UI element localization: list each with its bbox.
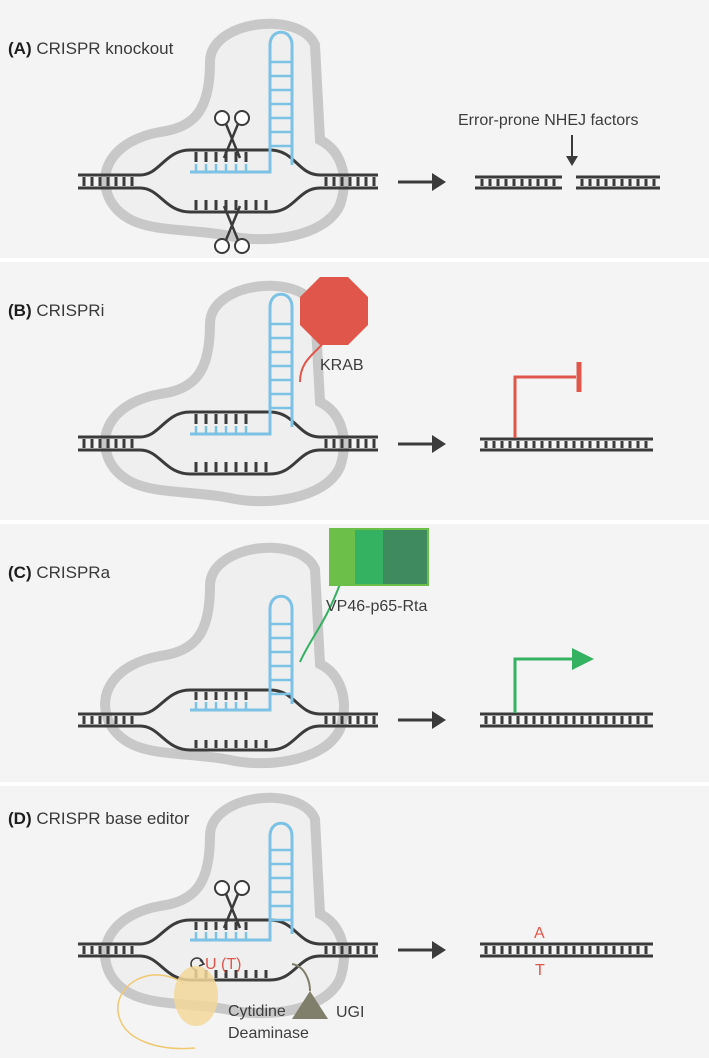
- edited-dna: [480, 942, 653, 958]
- svg-text:(B) CRISPRi: (B) CRISPRi: [8, 301, 104, 320]
- broken-dna: [475, 175, 660, 190]
- panel-a-diagram: (A) CRISPR knockout Error-prone NHEJ fa: [8, 18, 660, 254]
- activator-label: VP46-p65-Rta: [326, 598, 427, 615]
- guide-rna: [190, 821, 294, 942]
- arrow-right-icon: [398, 711, 446, 729]
- svg-text:(A) CRISPR knockout: (A) CRISPR knockout: [8, 39, 174, 58]
- panel-a-annotation: Error-prone NHEJ factors: [458, 112, 639, 129]
- panel-a-label: (A): [8, 39, 32, 58]
- panel-b-diagram: (B) CRISPRi KRAB: [8, 277, 653, 507]
- dna-bubble: [139, 688, 321, 752]
- cytidine-deaminase: [174, 966, 218, 1026]
- scissors-icon: [214, 880, 250, 929]
- cas9-outline: [100, 18, 349, 245]
- svg-text:(D) CRISPR base editor: (D) CRISPR base editor: [8, 809, 190, 828]
- activator-linker: [299, 583, 341, 663]
- panel-c-diagram: (C) CRISPRa VP46-p65-Rta: [8, 528, 653, 769]
- activated-gene: [480, 648, 653, 728]
- panel-b: (B) CRISPRi KRAB: [0, 262, 709, 520]
- panel-b-title: CRISPRi: [36, 301, 104, 320]
- panel-d: (D) CRISPR base editor U (T) Cytidine De…: [0, 786, 709, 1058]
- dna-bubble: [139, 918, 321, 982]
- repressed-gene: [480, 362, 653, 452]
- krab-label: KRAB: [320, 357, 364, 374]
- panel-a: (A) CRISPR knockout Error-prone NHEJ fa: [0, 0, 709, 258]
- panel-d-label: (D): [8, 809, 32, 828]
- activation-arrowhead-icon: [572, 648, 594, 670]
- edited-base-label: U (T): [205, 956, 241, 973]
- guide-rna: [190, 292, 294, 436]
- panel-b-label: (B): [8, 301, 32, 320]
- guide-rna-hairpin-rungs: [270, 60, 292, 148]
- result-base-bottom: T: [535, 962, 545, 979]
- arrow-right-icon: [398, 173, 446, 191]
- activator-complex: [329, 528, 429, 586]
- deaminase-tether: [117, 974, 196, 1050]
- guide-rna: [190, 594, 294, 712]
- panel-a-title: CRISPR knockout: [36, 39, 173, 58]
- guide-rna: [190, 30, 294, 174]
- panel-c-title: CRISPRa: [36, 563, 110, 582]
- panel-d-title: CRISPR base editor: [36, 809, 189, 828]
- cas9-outline: [100, 792, 349, 1019]
- scissors-icon: [214, 110, 250, 159]
- svg-text:(C) CRISPRa: (C) CRISPRa: [8, 563, 111, 582]
- panel-c-label: (C): [8, 563, 32, 582]
- arrow-right-icon: [398, 435, 446, 453]
- dna-left-flank: [78, 173, 140, 190]
- dna-rungs: [82, 152, 376, 210]
- result-base-top: A: [534, 925, 545, 942]
- ugi-triangle: [292, 991, 328, 1019]
- dna-bubble: [139, 148, 321, 214]
- deaminase-label-line1: Cytidine: [228, 1003, 286, 1020]
- cas9-outline: [100, 542, 349, 769]
- down-arrow-icon: [566, 135, 578, 166]
- panel-d-diagram: (D) CRISPR base editor U (T) Cytidine De…: [8, 792, 653, 1050]
- arrow-right-icon: [398, 941, 446, 959]
- dna-bubble: [139, 410, 321, 476]
- ugi-linker: [291, 963, 311, 992]
- scissors-icon: [214, 205, 250, 254]
- panel-c: (C) CRISPRa VP46-p65-Rta: [0, 524, 709, 782]
- stop-octagon-icon: [300, 277, 368, 345]
- ugi-label: UGI: [336, 1004, 364, 1021]
- deaminase-label-line2: Deaminase: [228, 1025, 309, 1042]
